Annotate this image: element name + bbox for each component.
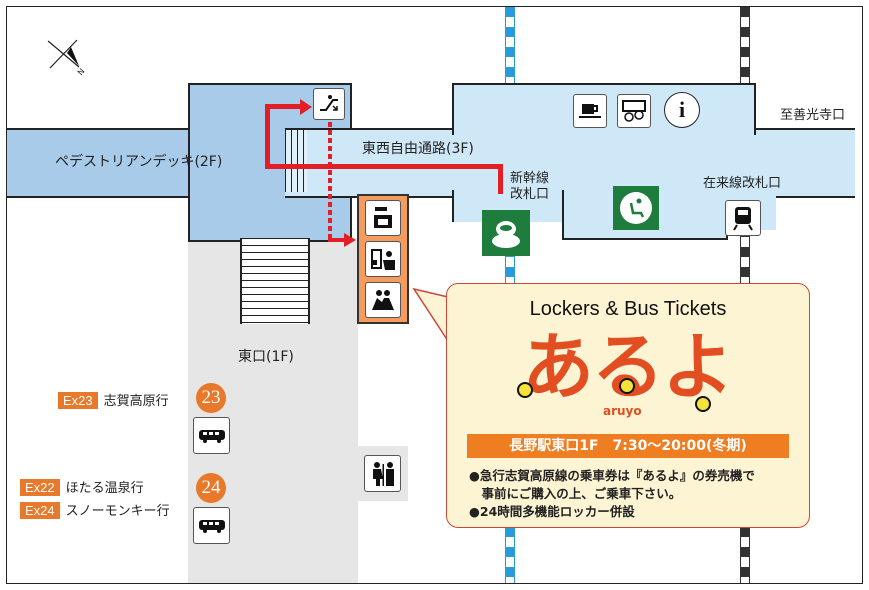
callout-notes: ●急行志賀高原線の乗車券は『あるよ』の券売機で 事前にご購入の上、ご乗車下さい。…	[469, 467, 755, 521]
bus-icon[interactable]	[193, 507, 230, 544]
waiting-room-icon[interactable]	[365, 282, 401, 318]
bus-stop-24-badge: 24	[196, 473, 226, 503]
route-line	[265, 104, 303, 109]
route-line	[498, 164, 503, 194]
shinkansen-icon[interactable]	[482, 210, 530, 256]
route-line	[265, 164, 503, 169]
route-dotted-line	[328, 122, 332, 242]
passage-label: 東西自由通路(3F)	[362, 141, 474, 157]
train-icon[interactable]	[725, 200, 761, 236]
route-destination: 志賀高原行	[103, 394, 169, 409]
logo-dot	[695, 396, 711, 412]
aruyo-logo: あるよ	[521, 325, 734, 409]
note-line: 事前にご購入の上、ご乗車下さい。	[469, 486, 682, 501]
bus-icon[interactable]	[193, 417, 230, 454]
escalator-icon[interactable]	[313, 88, 345, 120]
logo-dot	[619, 378, 635, 394]
restroom-icon[interactable]	[364, 455, 401, 492]
aruyo-romaji: aruyo	[603, 404, 642, 418]
svg-text:N: N	[76, 67, 87, 77]
shinkansen-gate-label: 新幹線 改札口	[510, 171, 549, 203]
route-destination: スノーモンキー行	[65, 504, 170, 519]
shinkansen-gate-line1: 新幹線	[510, 171, 550, 186]
logo-dot	[517, 382, 533, 398]
stairs-upper	[285, 130, 307, 192]
route-code-badge: Ex22	[20, 479, 60, 496]
route-code-badge: Ex24	[20, 502, 60, 519]
route-destination: ほたる温泉行	[65, 481, 144, 496]
east-exit-label: 東口(1F)	[238, 349, 294, 365]
bus-route-ex23: Ex23 志賀高原行	[58, 390, 169, 409]
hours-banner: 長野駅東口1F 7:30〜20:00(冬期)	[467, 434, 789, 458]
aruyo-callout: Lockers & Bus Tickets あるよ aruyo 長野駅東口1F …	[446, 283, 810, 528]
conventional-gate-label: 在来線改札口	[703, 176, 782, 191]
shinkansen-gate-line2: 改札口	[510, 187, 550, 202]
note-line: ●24時間多機能ロッカー併設	[469, 504, 635, 519]
information-icon[interactable]: i	[664, 92, 700, 128]
route-arrow-head	[300, 99, 312, 115]
route-arrow-head	[344, 233, 356, 247]
route-line	[328, 238, 346, 242]
route-line	[265, 104, 270, 168]
currency-exchange-icon[interactable]	[617, 94, 651, 128]
ticket-counter-icon[interactable]	[365, 241, 401, 277]
pedestrian-deck-label: ペデストリアンデッキ(2F)	[55, 154, 223, 170]
compass-icon: N	[47, 39, 87, 77]
zenkoji-exit-label: 至善光寺口	[780, 108, 846, 123]
coin-locker-icon[interactable]	[365, 200, 401, 236]
lounge-seat-icon[interactable]	[613, 186, 659, 230]
bus-route-ex24: Ex24 スノーモンキー行	[20, 500, 170, 519]
route-code-badge: Ex23	[58, 392, 98, 409]
bus-route-ex22: Ex22 ほたる温泉行	[20, 477, 144, 496]
stairs-lower	[240, 238, 310, 324]
bus-stop-23-badge: 23	[196, 383, 226, 413]
cafe-icon[interactable]	[573, 94, 607, 128]
note-line: ●急行志賀高原線の乗車券は『あるよ』の券売機で	[469, 468, 755, 483]
callout-heading: Lockers & Bus Tickets	[529, 298, 727, 320]
